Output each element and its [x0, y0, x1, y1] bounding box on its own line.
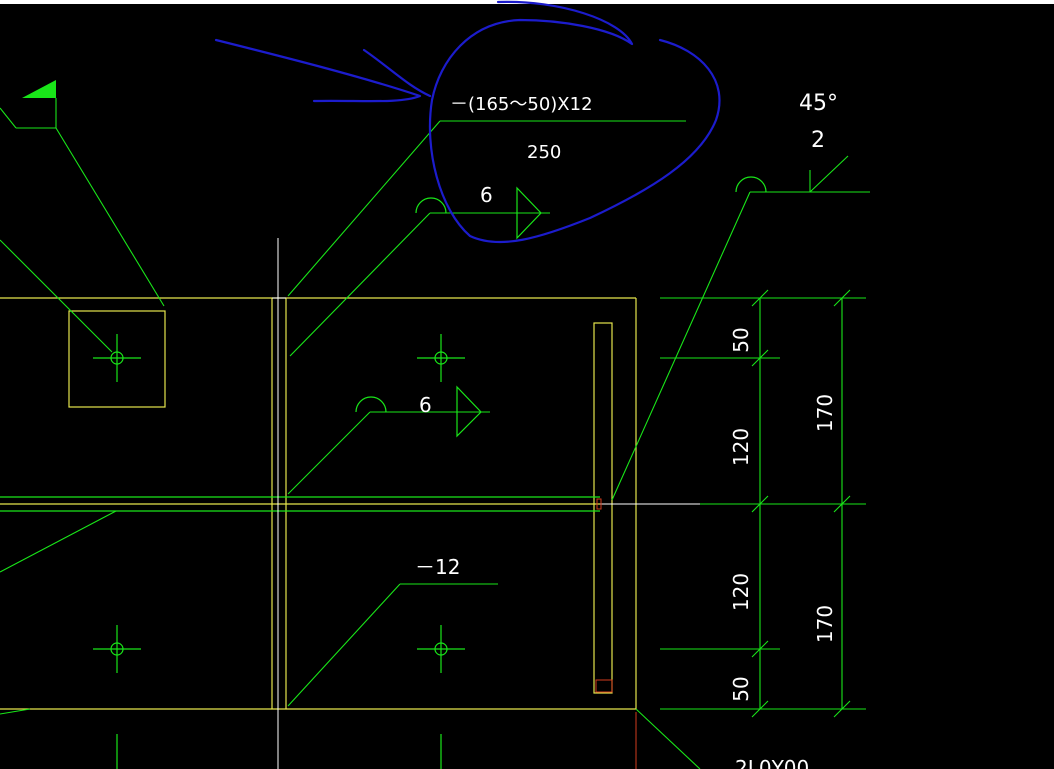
plate-spec-label: －(165～50)X12 [450, 94, 593, 115]
dim-inner-upper: 120 [729, 428, 753, 466]
leader-lines [0, 98, 870, 769]
bolt-hole-4 [417, 625, 465, 673]
weld-arcs [355, 176, 767, 413]
plate-length-label: 250 [527, 142, 561, 163]
dim-inner-lower: 120 [729, 573, 753, 611]
hand-drawn-arrow [214, 38, 432, 103]
dimension-lines [660, 289, 866, 718]
bolt-hole-1 [93, 334, 141, 382]
plate-thickness-label: －12 [415, 555, 460, 579]
fillet-weld-symbols [456, 186, 542, 438]
bolt-holes [93, 334, 465, 769]
red-markers [595, 498, 637, 769]
dim-outer-upper: 170 [813, 394, 837, 432]
annotation-texts: －(165～50)X12 250 6 6 45° 2 －12 2L0Y00 [415, 91, 838, 769]
weld-flag-icon [22, 80, 56, 98]
weld-size-middle-label: 6 [419, 393, 432, 417]
fillet-weld-icon-middle [456, 385, 482, 438]
fillet-weld-icon-top [516, 186, 542, 240]
dim-inner-top: 50 [729, 327, 753, 352]
bevel-angle-label: 45° [799, 91, 838, 116]
blue-markup [214, 0, 721, 244]
flange-lines [0, 496, 600, 512]
bevel-size-label: 2 [811, 128, 825, 153]
hand-drawn-circle [428, 0, 721, 244]
dim-outer-lower: 170 [813, 605, 837, 643]
weld-size-top-label: 6 [480, 183, 493, 207]
center-lines [272, 238, 700, 769]
bolt-hole-2 [417, 334, 465, 382]
dimension-texts: 50 120 120 50 170 170 [729, 327, 837, 701]
bolt-hole-3 [93, 625, 141, 673]
dim-inner-bottom: 50 [729, 676, 753, 701]
bottom-right-partial-label: 2L0Y00 [735, 756, 809, 769]
